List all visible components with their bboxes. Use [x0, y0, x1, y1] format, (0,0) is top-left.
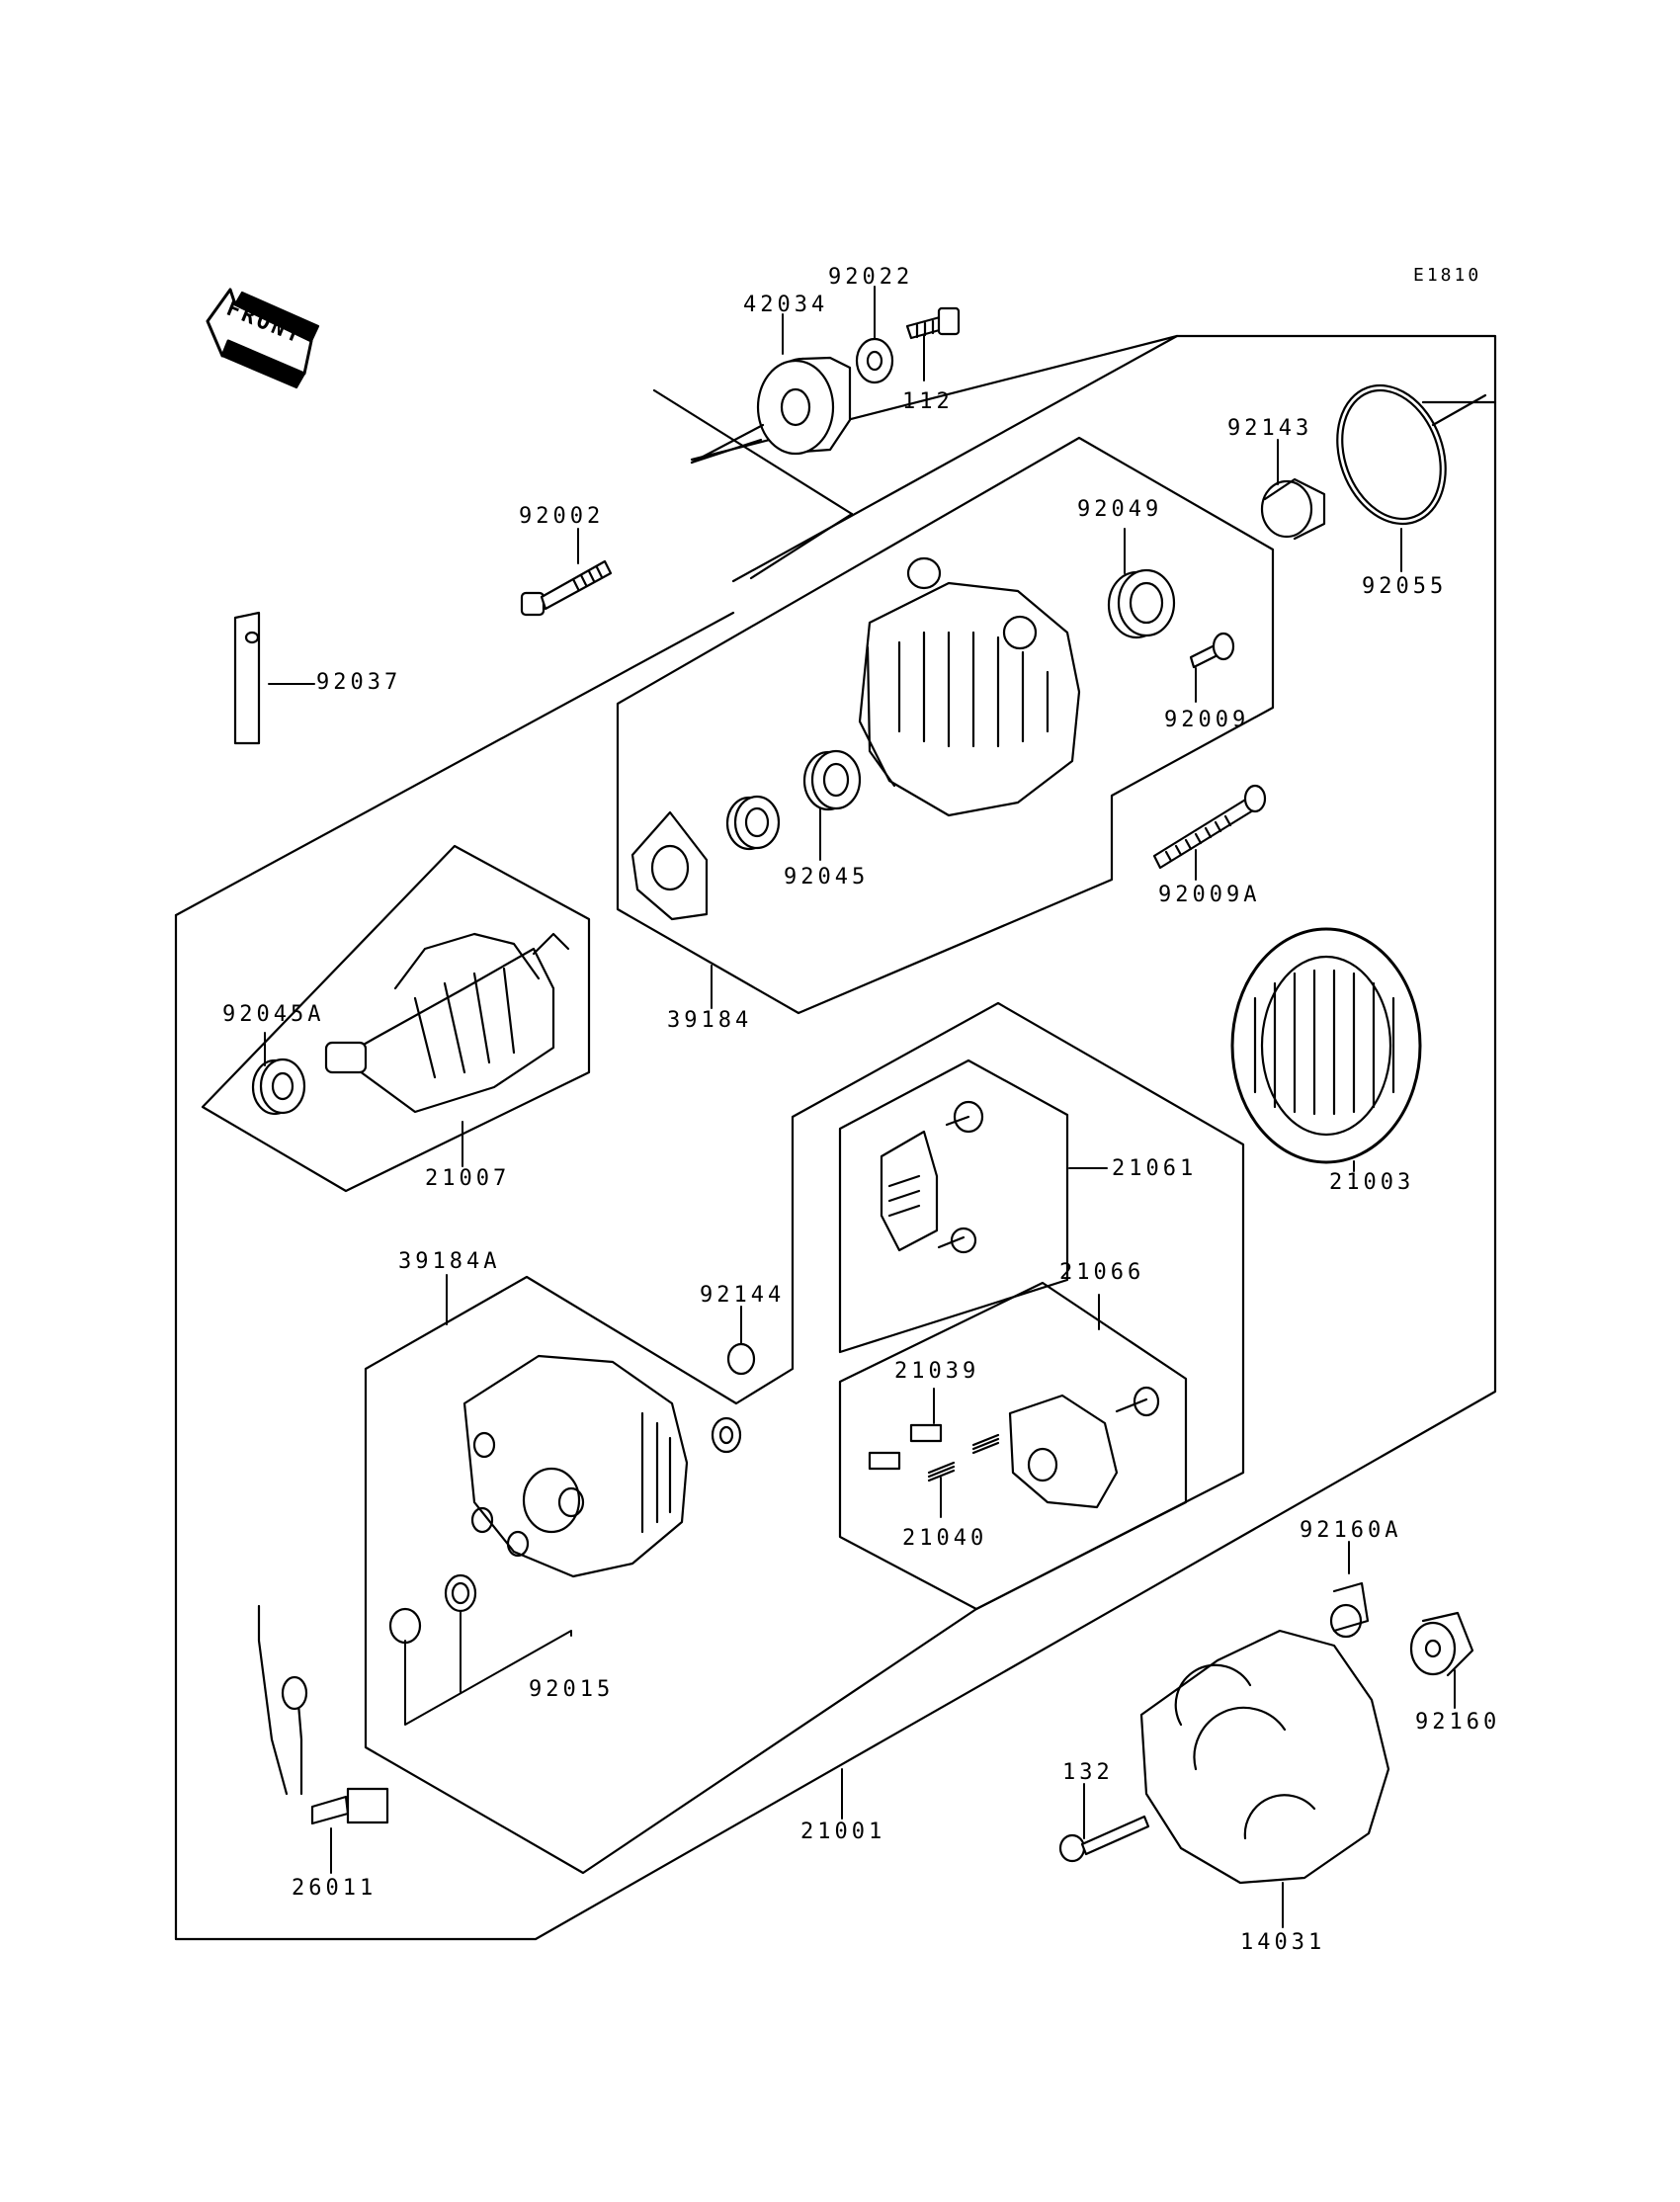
o-ring-icon [1336, 383, 1447, 526]
part-label-21003: 21003 [1329, 1170, 1415, 1195]
bolt-132-icon [1058, 1815, 1150, 1863]
part-label-92045: 92045 [784, 865, 870, 889]
leader-lines [264, 286, 1456, 1928]
part-label-42034: 42034 [743, 293, 829, 317]
part-label-92002: 92002 [519, 504, 605, 529]
nut-92144-icon [726, 1342, 756, 1376]
part-label-92055: 92055 [1362, 574, 1448, 599]
brush-icon [868, 1423, 943, 1471]
screw-92009-icon [1189, 632, 1235, 669]
spring-icon [927, 1433, 1000, 1482]
part-label-92049: 92049 [1077, 497, 1163, 522]
regulator-icon [880, 1100, 984, 1254]
pulley-icon [690, 356, 852, 465]
part-label-92143: 92143 [1227, 416, 1313, 441]
rear-housing-frame [364, 1001, 1245, 1875]
part-label-92037: 92037 [316, 670, 402, 695]
diagram-code: E1810 [1413, 265, 1482, 286]
part-label-14031: 14031 [1240, 1930, 1326, 1955]
part-label-92144: 92144 [700, 1283, 786, 1308]
seal-icon [725, 795, 781, 851]
part-label-92160A: 92160A [1300, 1518, 1402, 1543]
lead-wire-icon [257, 1604, 389, 1825]
collar-92160A-icon [1329, 1581, 1370, 1639]
bolt-112-icon [905, 306, 961, 340]
bearing-92049-icon [1107, 568, 1176, 639]
part-label-92160: 92160 [1415, 1710, 1501, 1735]
part-label-92022: 92022 [828, 265, 914, 290]
part-label-132: 132 [1062, 1760, 1114, 1785]
regulator-frame [838, 1059, 1069, 1354]
collar-92160-icon [1409, 1611, 1474, 1677]
part-label-21061: 21061 [1112, 1156, 1198, 1181]
brush-holder-icon [1008, 1386, 1160, 1509]
part-label-92009: 92009 [1164, 708, 1250, 732]
bushing-icon [711, 1416, 742, 1454]
front-housing-frame [616, 388, 1275, 1015]
part-label-21001: 21001 [800, 1820, 886, 1844]
part-label-39184: 39184 [667, 1008, 753, 1033]
part-label-92015: 92015 [529, 1677, 615, 1702]
front-housing-icon [858, 556, 1081, 817]
part-label-21066: 21066 [1059, 1260, 1145, 1285]
front-arrow-icon: FRONT [206, 288, 320, 389]
part-label-21040: 21040 [902, 1526, 988, 1551]
bolt-92002-icon [520, 559, 613, 617]
long-bolt-icon [1152, 784, 1267, 870]
rotor-icon [324, 932, 570, 1114]
bearing-92045A-icon [251, 1058, 306, 1116]
rear-cover-icon [1139, 1629, 1390, 1885]
part-label-39184A: 39184A [398, 1249, 501, 1274]
cap-icon [1260, 477, 1326, 541]
bearing-92045-icon [802, 749, 862, 811]
plate-icon [630, 810, 709, 921]
part-label-21039: 21039 [894, 1359, 980, 1384]
part-label-21007: 21007 [425, 1166, 511, 1191]
part-label-26011: 26011 [292, 1876, 378, 1901]
nut-92015-icon [388, 1573, 477, 1645]
part-label-92009A: 92009A [1158, 883, 1261, 907]
washer-icon [855, 337, 894, 384]
rear-housing-icon [462, 1354, 689, 1578]
part-label-92045A: 92045A [222, 1002, 325, 1027]
terminal-icon [233, 611, 261, 745]
rotor-frame [201, 844, 591, 1193]
stator-icon [1230, 927, 1422, 1164]
part-label-112: 112 [902, 389, 954, 414]
brush-holder-frame [838, 1281, 1188, 1611]
